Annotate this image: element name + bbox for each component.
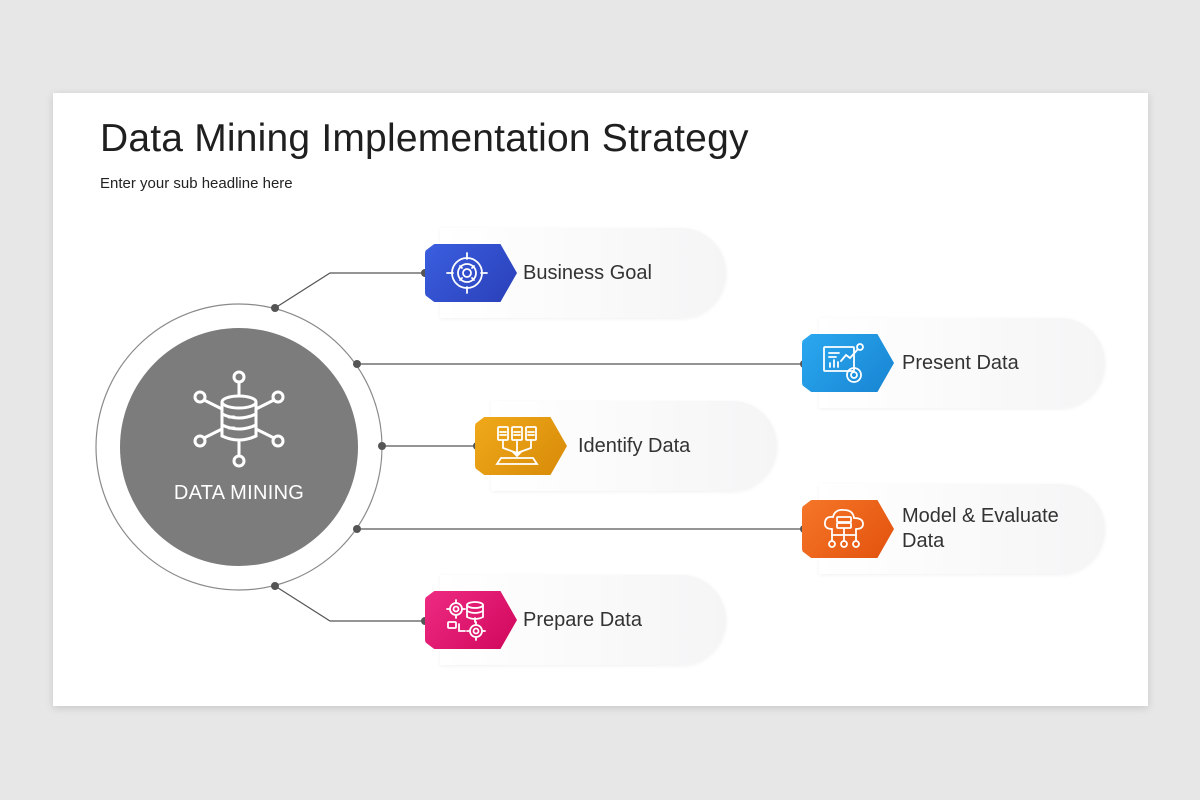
node-dot (378, 442, 386, 450)
badge-present-data (802, 334, 894, 392)
hub-label: DATA MINING (173, 482, 305, 504)
node-dot (353, 525, 361, 533)
node-dot (271, 304, 279, 312)
gears-database-icon (446, 599, 486, 641)
chart-presentation-icon (823, 343, 864, 383)
badge-business-goal (425, 244, 517, 302)
slide-subtitle: Enter your sub headline here (100, 175, 293, 192)
slide-title: Data Mining Implementation Strategy (100, 117, 749, 160)
badge-identify-data (475, 417, 567, 475)
step-label-business-goal: Business Goal (523, 262, 652, 284)
cloud-server-icon (823, 508, 864, 548)
step-label-prepare-data: Prepare Data (523, 609, 642, 631)
slide: Data Mining Implementation Strategy Ente… (53, 93, 1148, 706)
node-dot (353, 360, 361, 368)
step-label-identify-data: Identify Data (578, 435, 691, 457)
connector-prepare-data (274, 585, 425, 622)
documents-select-icon (495, 426, 539, 465)
step-label-model-evaluate-data: Model & Evaluate Data (902, 505, 1059, 552)
badge-prepare-data (425, 591, 517, 649)
target-gear-icon (446, 252, 488, 294)
database-network-icon (193, 370, 285, 468)
connector-business-goal (274, 272, 425, 309)
badge-model-evaluate-data (802, 500, 894, 558)
node-dot (271, 582, 279, 590)
step-label-present-data: Present Data (902, 352, 1019, 374)
data-mining-hub: DATA MINING (120, 328, 358, 566)
